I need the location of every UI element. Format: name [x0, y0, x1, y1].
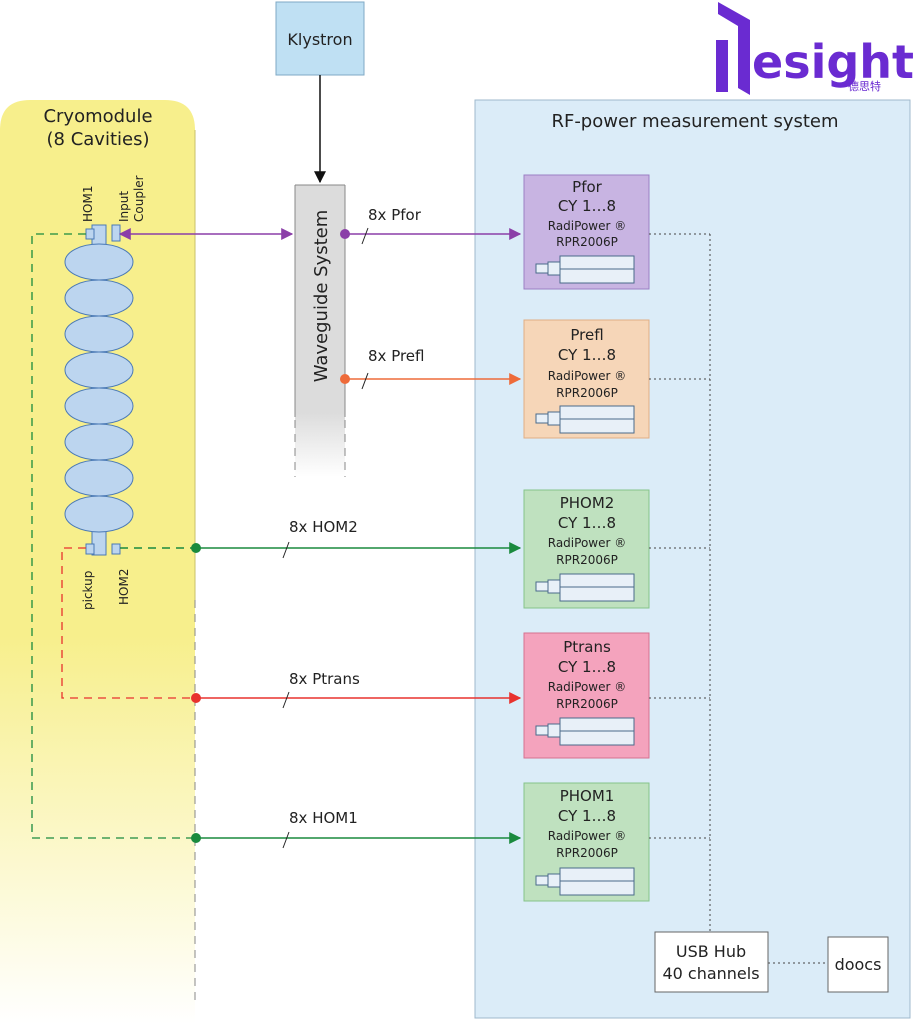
cryomodule-title-line2: (8 Cavities): [47, 129, 150, 150]
klystron-label: Klystron: [287, 30, 352, 49]
signal-label-hom2: 8x HOM2: [289, 518, 358, 536]
usb-connections: [649, 233, 828, 964]
power-sensor-icon: [535, 405, 635, 434]
power-sensor-icon: [535, 867, 635, 896]
sensor-model: RPR2006P: [556, 846, 618, 860]
sensor-brand: RadiPower ®: [548, 536, 626, 550]
port-label-input: Input: [117, 191, 131, 222]
port-label-pickup: pickup: [81, 571, 95, 610]
signal-label-prefl: 8x Prefl: [368, 347, 424, 365]
sensor-phom2: PHOM2 CY 1…8 RadiPower ® RPR2006P: [523, 489, 650, 609]
sensor-brand: RadiPower ®: [548, 680, 626, 694]
sensor-prefl: Prefl CY 1…8 RadiPower ® RPR2006P: [523, 319, 650, 439]
waveguide-label: Waveguide System: [311, 210, 332, 383]
sensor-pfor: Pfor CY 1…8 RadiPower ® RPR2006P: [523, 174, 650, 290]
cavity-string: [64, 224, 134, 556]
usb-hub-box: [654, 931, 769, 993]
klystron-box: [275, 1, 365, 76]
doocs-box: [827, 936, 889, 993]
sensor-brand: RadiPower ®: [548, 219, 626, 233]
signal-line-pfor: 8x Pfor: [340, 206, 522, 245]
power-sensor-icon: [535, 573, 635, 602]
usb-hub-line2: 40 channels: [662, 964, 759, 983]
signal-label-pfor: 8x Pfor: [368, 206, 422, 224]
sensor-name: Prefl: [570, 326, 603, 344]
signal-line-hom1: 8x HOM1: [31, 233, 522, 849]
sensor-model: RPR2006P: [556, 553, 618, 567]
sensor-model: RPR2006P: [556, 235, 618, 249]
logo-text: esight: [752, 35, 914, 89]
signal-label-ptrans: 8x Ptrans: [289, 670, 360, 688]
doocs-label: doocs: [835, 955, 882, 974]
sensor-channels: CY 1…8: [558, 514, 616, 532]
sensor-name: PHOM2: [560, 494, 615, 512]
sensor-name: PHOM1: [560, 787, 615, 805]
waveguide-box: [295, 185, 345, 477]
signal-line-prefl: 8x Prefl: [340, 347, 522, 390]
sensor-name: Ptrans: [563, 638, 611, 656]
cryomodule-title-line1: Cryomodule: [43, 106, 152, 127]
port-label-coupler: Coupler: [132, 175, 146, 222]
sensor-phom1: PHOM1 CY 1…8 RadiPower ® RPR2006P: [523, 782, 650, 902]
sensor-channels: CY 1…8: [558, 346, 616, 364]
signal-label-hom1: 8x HOM1: [289, 809, 358, 827]
sensor-ptrans: Ptrans CY 1…8 RadiPower ® RPR2006P: [523, 632, 650, 759]
logo-cn-text: 德思特: [848, 79, 881, 93]
cryomodule-box: [0, 100, 195, 1024]
sensor-brand: RadiPower ®: [548, 829, 626, 843]
rf-system-title: RF-power measurement system: [551, 111, 838, 132]
sensor-channels: CY 1…8: [558, 658, 616, 676]
port-label-hom2-bottom: HOM2: [117, 569, 131, 605]
signal-line-hom2: 8x HOM2: [120, 518, 522, 559]
sensor-channels: CY 1…8: [558, 197, 616, 215]
sensor-model: RPR2006P: [556, 386, 618, 400]
power-sensor-icon: [535, 717, 635, 746]
sensor-model: RPR2006P: [556, 697, 618, 711]
sensor-channels: CY 1…8: [558, 807, 616, 825]
sensor-brand: RadiPower ®: [548, 369, 626, 383]
signal-line-ptrans: 8x Ptrans: [61, 547, 522, 709]
power-sensor-icon: [535, 255, 635, 284]
tesight-logo: esight 德思特: [716, 2, 914, 95]
port-label-hom1-top: HOM1: [81, 186, 95, 222]
sensor-name: Pfor: [572, 178, 603, 196]
usb-hub-line1: USB Hub: [676, 942, 746, 961]
